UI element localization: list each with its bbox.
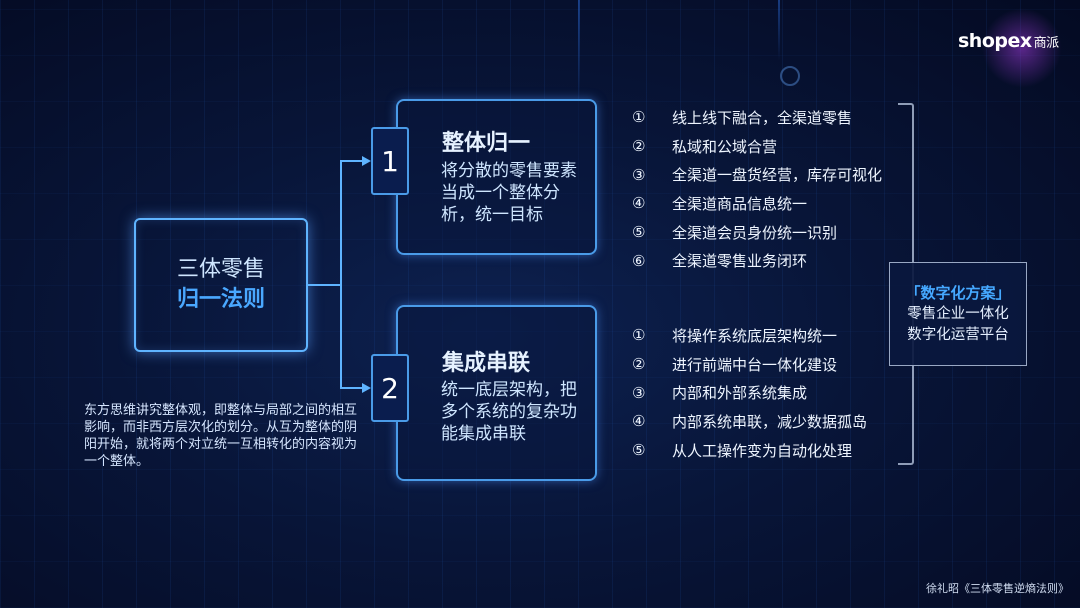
- list-text: 全渠道零售业务闭环: [672, 252, 808, 271]
- list-number: ④: [632, 412, 646, 431]
- card-series: 集成串联 统一底层架构，把多个系统的复杂功能集成串联: [396, 305, 597, 481]
- list-item: ② 私域和公域合营: [632, 132, 882, 161]
- series-point-list: ① 将操作系统底层架构统一 ② 进行前端中台一体化建设 ③ 内部和外部系统集成 ④ 内部…: [632, 321, 867, 464]
- list-text: 全渠道会员身份统一识别: [672, 223, 838, 242]
- card-title: 集成串联: [442, 351, 531, 376]
- list-text: 内部和外部系统集成: [672, 384, 808, 403]
- card-integration: 整体归一 将分散的零售要素当成一个整体分析，统一目标: [396, 99, 597, 255]
- list-text: 私域和公域合营: [672, 137, 778, 156]
- list-number: ③: [632, 165, 646, 184]
- connector-line: [340, 160, 342, 388]
- explanation-note: 东方思维讲究整体观，即整体与局部之间的相互影响，而非西方层次化的划分。从互为整体…: [84, 403, 358, 469]
- list-number: ⑤: [632, 223, 646, 242]
- arrow-right-icon: [362, 156, 371, 166]
- logo-glow: [982, 8, 1062, 88]
- list-text: 内部系统串联，减少数据孤岛: [672, 412, 868, 431]
- list-number: ②: [632, 355, 646, 374]
- list-item: ⑤ 全渠道会员身份统一识别: [632, 218, 882, 247]
- solution-title: 「数字化方案」: [905, 284, 1011, 302]
- list-item: ④ 内部系统串联，减少数据孤岛: [632, 407, 867, 436]
- list-item: ④ 全渠道商品信息统一: [632, 189, 882, 218]
- logo-cn-text: 商派: [1033, 36, 1060, 51]
- list-item: ② 进行前端中台一体化建设: [632, 350, 867, 379]
- list-item: ⑥ 全渠道零售业务闭环: [632, 246, 882, 275]
- list-number: ⑥: [632, 251, 646, 270]
- card-title: 整体归一: [442, 131, 531, 156]
- list-text: 进行前端中台一体化建设: [672, 355, 838, 374]
- list-number: ⑤: [632, 441, 646, 460]
- card-number-badge: 1: [371, 127, 409, 195]
- card-description: 将分散的零售要素当成一个整体分析，统一目标: [441, 161, 577, 225]
- list-number: ①: [632, 108, 646, 127]
- arrow-right-icon: [362, 383, 371, 393]
- solution-box: 「数字化方案」 零售企业一体化 数字化运营平台: [889, 262, 1027, 366]
- list-text: 从人工操作变为自动化处理: [672, 441, 853, 460]
- list-number: ②: [632, 137, 646, 156]
- connector-line: [308, 284, 341, 286]
- list-text: 全渠道一盘货经营，库存可视化: [672, 166, 883, 185]
- list-text: 线上线下融合，全渠道零售: [672, 108, 853, 127]
- solution-line2: 数字化运营平台: [907, 327, 1009, 343]
- list-item: ③ 内部和外部系统集成: [632, 378, 867, 407]
- logo-text: shopex: [958, 30, 1032, 52]
- list-text: 将操作系统底层架构统一: [672, 326, 838, 345]
- main-concept-box: 三体零售 归一法则: [134, 218, 308, 352]
- solution-line1: 零售企业一体化: [907, 306, 1009, 322]
- list-number: ③: [632, 383, 646, 402]
- decor-line: [578, 0, 580, 100]
- connector-line: [340, 387, 364, 389]
- decor-circle: [780, 66, 800, 86]
- connector-line: [340, 160, 364, 162]
- integration-point-list: ① 线上线下融合，全渠道零售 ② 私域和公域合营 ③ 全渠道一盘货经营，库存可视化 ④…: [632, 103, 882, 275]
- list-number: ④: [632, 194, 646, 213]
- list-text: 全渠道商品信息统一: [672, 194, 808, 213]
- list-item: ① 将操作系统底层架构统一: [632, 321, 867, 350]
- list-item: ③ 全渠道一盘货经营，库存可视化: [632, 160, 882, 189]
- decor-line: [778, 0, 780, 60]
- list-item: ① 线上线下融合，全渠道零售: [632, 103, 882, 132]
- list-item: ⑤ 从人工操作变为自动化处理: [632, 436, 867, 465]
- main-title-line2: 归一法则: [176, 287, 265, 312]
- source-footer: 徐礼昭《三体零售逆熵法则》: [926, 582, 1069, 595]
- list-number: ①: [632, 326, 646, 345]
- card-description: 统一底层架构，把多个系统的复杂功能集成串联: [441, 380, 577, 444]
- card-number-badge: 2: [371, 354, 409, 422]
- main-title-line1: 三体零售: [176, 257, 265, 282]
